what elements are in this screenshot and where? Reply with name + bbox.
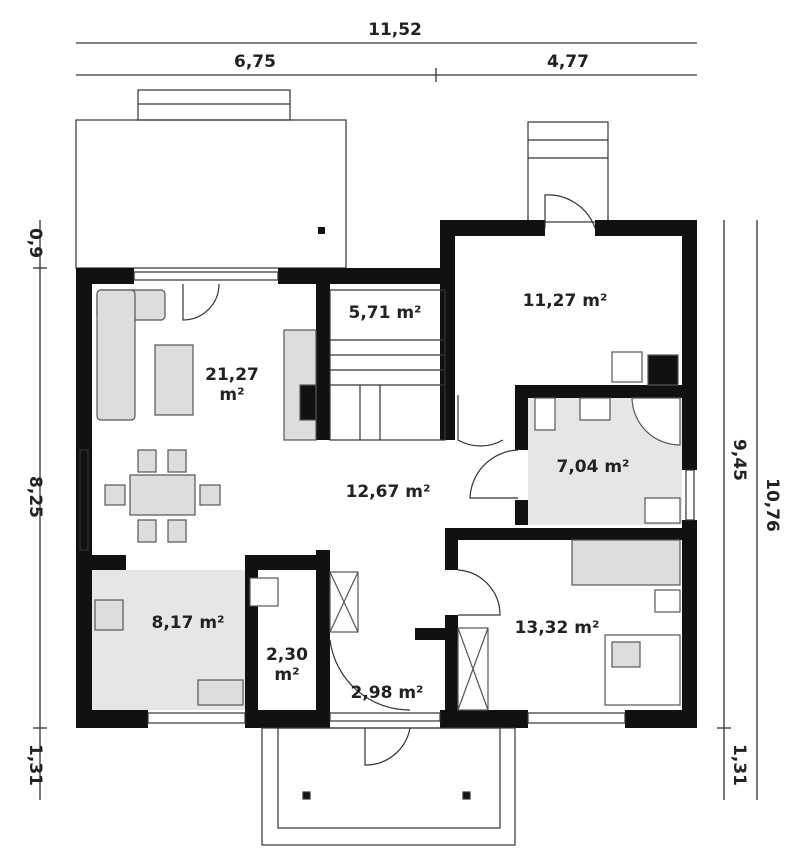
stairs (329, 289, 446, 441)
dim-top-left: 6,75 (234, 52, 276, 72)
room-living-unit: m² (219, 385, 244, 405)
room-top-right-area: 11,27 m² (523, 291, 608, 311)
porch (261, 727, 516, 846)
dim-right-outer: 10,76 (762, 478, 782, 532)
room-pantry-unit: m² (274, 665, 299, 685)
dimension-lines (33, 42, 758, 800)
dim-top-total: 11,52 (368, 20, 422, 40)
walls (76, 220, 697, 728)
dim-top-right: 4,77 (547, 52, 589, 72)
furniture (94, 289, 681, 711)
room-stairs-area: 5,71 m² (348, 303, 421, 323)
room-hall-area: 12,67 m² (346, 482, 431, 502)
room-living-area: 21,27 (205, 365, 259, 385)
dim-right-bottom: 1,31 (729, 744, 749, 786)
room-bedroom-area: 13,32 m² (515, 618, 600, 638)
doors (182, 194, 596, 766)
room-kitchen-area: 8,17 m² (151, 613, 224, 633)
room-vestibule-area: 2,98 m² (350, 683, 423, 703)
room-bathroom-area: 7,04 m² (556, 457, 629, 477)
room-pantry-area: 2,30 (266, 645, 308, 665)
dim-left-bottom: 1,31 (25, 744, 45, 786)
windows (79, 271, 695, 724)
dim-left-middle: 8,25 (25, 476, 45, 518)
terrace (75, 89, 609, 269)
dim-right-inner: 9,45 (729, 439, 749, 481)
dim-left-top: 0,9 (25, 228, 45, 258)
